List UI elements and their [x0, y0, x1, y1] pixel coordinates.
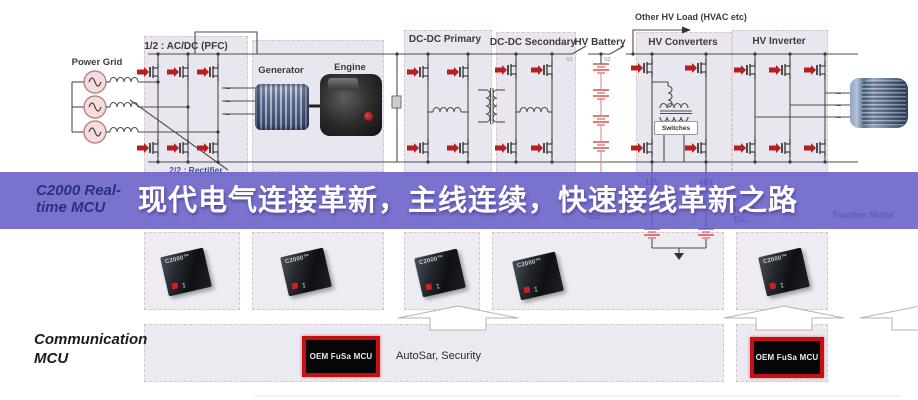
up-arrows: [397, 305, 918, 331]
other-hv-load-label: Other HV Load (HVAC etc): [635, 12, 747, 22]
hv-inverter-header: HV Inverter: [752, 36, 806, 47]
svg-text:~: ~: [835, 100, 842, 112]
chip-box-2: [252, 232, 384, 310]
svg-text:S2: S2: [604, 57, 611, 63]
hv-converters-header: HV Converters: [648, 37, 718, 48]
switches-box: Switches: [654, 121, 698, 135]
comm-mcu-box-long: [144, 324, 724, 382]
chip-label: C2000™: [762, 253, 789, 266]
power-grid-label: Power Grid: [71, 57, 123, 68]
autosar-security-label: AutoSar, Security: [396, 350, 481, 362]
svg-text:~: ~: [224, 96, 231, 108]
c2000-mcu-label: C2000 Real- time MCU: [36, 182, 122, 216]
dcdc-secondary-header: DC-DC Secondary: [489, 37, 577, 48]
hv-battery-header: HV Battery: [574, 37, 626, 48]
traction-motor-image: [850, 78, 908, 128]
chip-label: C2000™: [516, 257, 543, 270]
svg-text:S1: S1: [566, 57, 573, 63]
wire-layer: [71, 26, 858, 260]
oem-fusa-mcu-box-1: OEM FuSa MCU: [302, 336, 380, 377]
engine-image: [320, 74, 382, 136]
switch-labels: S1 S2: [566, 57, 611, 63]
svg-text:~: ~: [224, 109, 231, 121]
title-banner: C2000 Real- time MCU 现代电气连接革新，主线连续，快速接线革…: [0, 172, 918, 229]
engine-label: Engine: [334, 62, 366, 73]
svg-text:~: ~: [835, 112, 842, 124]
banner-title: 现代电气连接革新，主线连续，快速接线革新之路: [137, 185, 798, 217]
panel-acdc-pfc: [144, 36, 248, 176]
generator-image: [255, 84, 309, 130]
oem-fusa-mcu-box-2: OEM FuSa MCU: [750, 337, 824, 378]
ac-symbols: ~~~ ~~~: [224, 83, 842, 124]
panel-dcdc-secondary: [496, 32, 576, 176]
svg-text:~: ~: [835, 88, 842, 100]
svg-text:~: ~: [224, 83, 231, 95]
communication-mcu-label: Communication MCU: [34, 331, 148, 367]
dcdc-primary-header: DC-DC Primary: [408, 34, 482, 45]
generator-label: Generator: [258, 65, 304, 76]
pfc-header: 1/2 : AC/DC (PFC): [144, 41, 228, 52]
rectifier-label: 2/2 : Rectifier: [169, 165, 223, 175]
chip-label: C2000™: [284, 253, 311, 266]
chip-label: C2000™: [418, 254, 445, 267]
chip-label: C2000™: [164, 253, 191, 266]
